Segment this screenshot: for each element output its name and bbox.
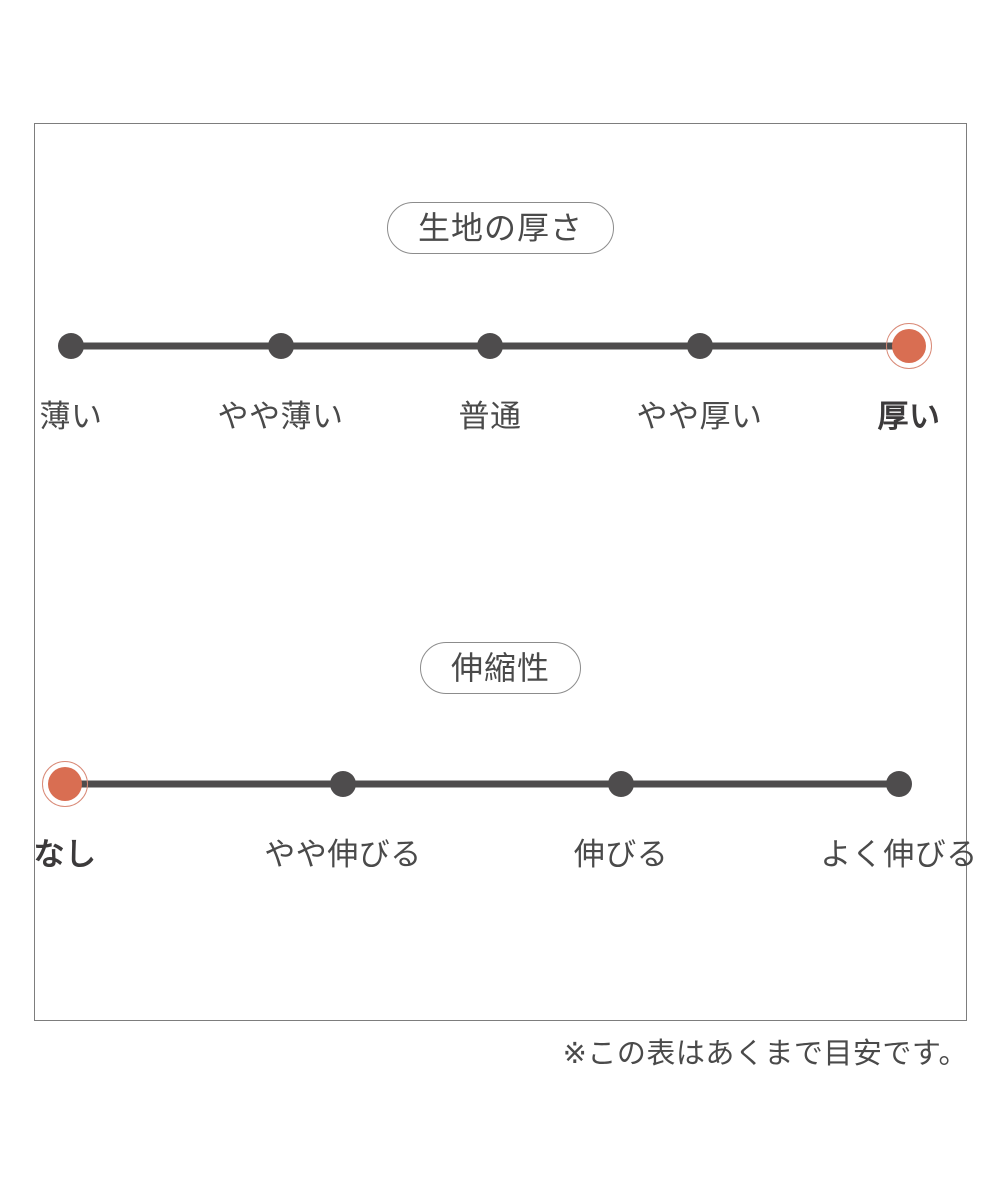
scale-point-stretchiness-3[interactable]: [886, 771, 912, 797]
scale-point-stretchiness-2[interactable]: [607, 771, 634, 797]
scale-label-stretchiness-2: 伸びる: [573, 837, 669, 872]
heading-wrap-fabric-thickness: 生地の厚さ: [35, 202, 966, 254]
scale-point-fabric-thickness-2[interactable]: [477, 333, 503, 359]
scale-point-fabric-thickness-3[interactable]: [686, 333, 713, 359]
heading-wrap-stretchiness: 伸縮性: [35, 642, 966, 694]
scale-label-fabric-thickness-0: 薄い: [39, 399, 103, 434]
scale-point-stretchiness-0-selected[interactable]: [42, 761, 88, 807]
scale-labels-stretchiness: なし やや伸びる 伸びる よく伸びる: [34, 836, 978, 882]
scale-label-stretchiness-1: やや伸びる: [264, 837, 422, 872]
chart-panel: 生地の厚さ 薄い やや薄い 普通 やや厚い 厚い 伸縮性 なし やや伸びる 伸びる よく伸びる: [34, 123, 978, 1021]
scale-point-stretchiness-1[interactable]: [329, 771, 356, 797]
section-heading-stretchiness: 伸縮性: [419, 642, 581, 694]
scale-point-fabric-thickness-4-selected[interactable]: [886, 323, 932, 369]
footnote-disclaimer: ※この表はあくまで目安です。: [562, 1038, 968, 1070]
scale-label-fabric-thickness-4: 厚い: [877, 399, 941, 434]
scale-point-fabric-thickness-1[interactable]: [267, 333, 294, 359]
scale-point-fabric-thickness-0[interactable]: [58, 333, 84, 359]
scale-label-fabric-thickness-3: やや厚い: [636, 399, 763, 434]
scale-stretchiness: [42, 754, 912, 814]
scale-track: [65, 780, 899, 788]
scale-label-fabric-thickness-2: 普通: [458, 399, 522, 434]
scale-fabric-thickness: [58, 316, 932, 376]
section-fabric-thickness: 生地の厚さ 薄い やや薄い 普通 やや厚い 厚い: [35, 202, 966, 444]
section-heading-fabric-thickness: 生地の厚さ: [386, 202, 614, 254]
scale-label-stretchiness-3: よく伸びる: [820, 837, 978, 872]
section-stretchiness: 伸縮性 なし やや伸びる 伸びる よく伸びる: [34, 642, 978, 882]
scale-label-fabric-thickness-1: やや薄い: [217, 399, 344, 434]
scale-labels-fabric-thickness: 薄い やや薄い 普通 やや厚い 厚い: [40, 398, 941, 444]
scale-label-stretchiness-0: なし: [33, 837, 97, 872]
